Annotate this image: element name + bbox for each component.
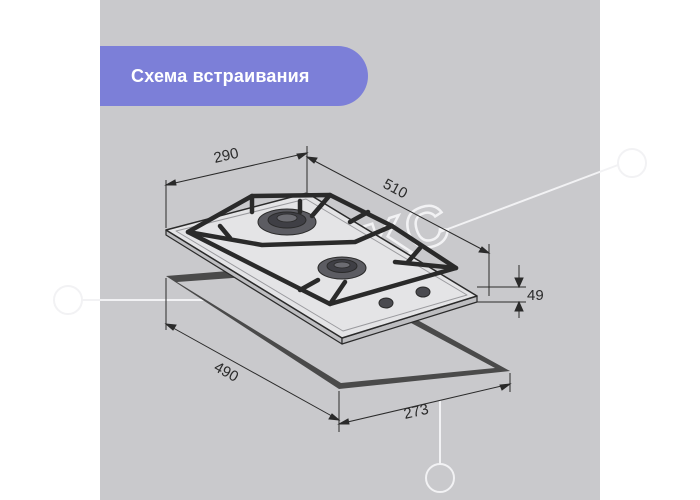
watermark-circle-bottom bbox=[425, 463, 455, 493]
watermark-circle-left bbox=[53, 285, 83, 315]
burner-small bbox=[317, 256, 367, 280]
dim-line-cutout-depth bbox=[338, 383, 511, 425]
page-title: Схема встраивания bbox=[131, 65, 310, 86]
hob-plate-edge bbox=[175, 198, 468, 332]
dim-line-hob-width bbox=[306, 156, 490, 254]
dim-line-cutout-width bbox=[165, 323, 340, 421]
control-knob-left bbox=[378, 297, 394, 309]
watermark-circle-right bbox=[617, 148, 647, 178]
dim-label-hob-height: 49 bbox=[527, 287, 544, 304]
watermark-line bbox=[439, 164, 619, 233]
dim-label-hob-depth: 290 bbox=[212, 145, 240, 167]
control-knob-right bbox=[415, 286, 431, 298]
dim-line-hob-depth bbox=[165, 152, 308, 186]
gas-hob bbox=[165, 192, 478, 345]
pan-support-grates bbox=[185, 192, 459, 307]
title-banner: Схема встраивания bbox=[100, 46, 368, 106]
dimension-lines bbox=[164, 146, 526, 432]
burner-large bbox=[257, 208, 317, 236]
dim-label-cutout-depth: 273 bbox=[402, 401, 430, 423]
